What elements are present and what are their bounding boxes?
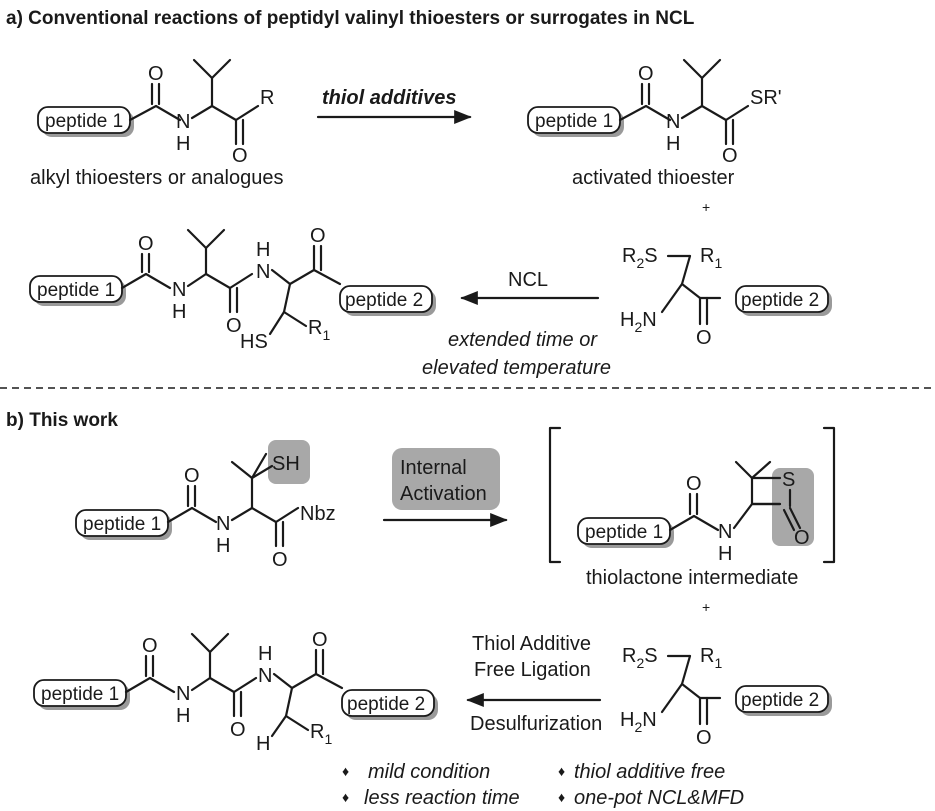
plus-sign: + xyxy=(702,199,710,215)
nitrogen-atom: N xyxy=(666,111,680,133)
feature-bullet: ♦ xyxy=(342,763,349,779)
alkyl-thioester-caption: alkyl thioesters or analogues xyxy=(30,167,283,189)
hydrogen-atom: H xyxy=(256,239,270,261)
peptide2-label: peptide 2 xyxy=(741,690,819,711)
nitrogen-atom: N xyxy=(718,521,732,543)
ligation-line1: Thiol Additive xyxy=(472,633,591,655)
r1-group: R1 xyxy=(310,721,332,747)
oxygen-atom: O xyxy=(686,473,702,495)
compound-thiol-peptide2: R2S R1 O H2N peptide 2 xyxy=(620,245,832,349)
ligation-line2: Free Ligation xyxy=(474,659,591,681)
section-b-title: b) This work xyxy=(6,410,118,431)
r1-group: R1 xyxy=(700,645,722,671)
hydrogen-atom: H xyxy=(666,133,680,155)
oxygen-atom: O xyxy=(184,465,200,487)
nitrogen-atom: N xyxy=(256,261,270,283)
oxygen-atom: O xyxy=(310,225,326,247)
hydrogen-atom: H xyxy=(216,535,230,557)
hydrogen-atom: H xyxy=(176,705,190,727)
feature-one-pot: one-pot NCL&MFD xyxy=(574,787,744,809)
peptide2-label: peptide 2 xyxy=(347,694,425,715)
compound-penicillamine-nbz: peptide 1 O N H SH O Nbz xyxy=(75,440,336,571)
hydrogen-atom: H xyxy=(718,543,732,565)
activation-line1: Internal xyxy=(400,457,467,479)
compound-activated-thioester: peptide 1 O N H O SR' activated thioeste… xyxy=(527,58,782,189)
oxygen-atom: O xyxy=(794,527,810,549)
condition-line1: extended time or xyxy=(448,329,598,351)
feature-bullet: ♦ xyxy=(558,763,565,779)
amine-group: H2N xyxy=(620,709,657,735)
compound-ligation-product-a: peptide 1 O N H O N H O HS R1 peptide 2 xyxy=(29,225,436,353)
sulfur-atom: S xyxy=(782,469,795,491)
nitrogen-atom: N xyxy=(176,683,190,705)
oxygen-atom: O xyxy=(696,327,712,349)
nitrogen-atom: N xyxy=(176,111,190,133)
internal-activation-box xyxy=(392,448,500,510)
activation-line2: Activation xyxy=(400,483,487,505)
thiol-group: HS xyxy=(240,331,268,353)
hydrogen-atom: H xyxy=(258,643,272,665)
compound-alkyl-thioester: peptide 1 O N H O R alkyl thioesters or … xyxy=(30,58,283,189)
r2s-group: R2S xyxy=(622,645,658,671)
ncl-label: NCL xyxy=(508,269,548,291)
oxygen-atom: O xyxy=(232,145,248,167)
compound-thiolactone-intermediate: peptide 1 O N H S O thiolactone intermed… xyxy=(548,426,836,589)
activated-thioester-caption: activated thioester xyxy=(572,167,735,189)
feature-bullet: ♦ xyxy=(342,789,349,805)
feature-mild-condition: mild condition xyxy=(368,761,490,783)
peptide1-label: peptide 1 xyxy=(585,522,663,543)
section-a-title: a) Conventional reactions of peptidyl va… xyxy=(6,8,695,29)
oxygen-atom: O xyxy=(148,63,164,85)
hydrogen-atom: H xyxy=(256,733,270,755)
plus-sign: + xyxy=(702,599,710,615)
hydrogen-atom: H xyxy=(176,133,190,155)
peptide1-label: peptide 1 xyxy=(37,280,115,301)
feature-less-reaction-time: less reaction time xyxy=(364,787,520,809)
r1-group: R1 xyxy=(308,317,330,343)
thiol-sh-group: SH xyxy=(272,453,300,475)
peptide1-label: peptide 1 xyxy=(535,111,613,132)
oxygen-atom: O xyxy=(138,233,154,255)
peptide2-label: peptide 2 xyxy=(345,290,423,311)
oxygen-atom: O xyxy=(230,719,246,741)
thioester-sr-group: SR' xyxy=(750,87,782,109)
nitrogen-atom: N xyxy=(172,279,186,301)
condition-line2: elevated temperature xyxy=(422,357,611,379)
feature-thiol-additive-free: thiol additive free xyxy=(574,761,725,783)
oxygen-atom: O xyxy=(722,145,738,167)
feature-bullet: ♦ xyxy=(558,789,565,805)
thiol-additives-label: thiol additives xyxy=(322,87,456,109)
r2s-group: R2S xyxy=(622,245,658,271)
r1-group: R1 xyxy=(700,245,722,271)
peptide1-label: peptide 1 xyxy=(45,111,123,132)
oxygen-atom: O xyxy=(696,727,712,749)
peptide1-label: peptide 1 xyxy=(41,684,119,705)
oxygen-atom: O xyxy=(272,549,288,571)
amine-group: H2N xyxy=(620,309,657,335)
compound-ligation-product-b: peptide 1 O N H O N H O H R1 peptide 2 xyxy=(33,629,438,755)
oxygen-atom: O xyxy=(312,629,328,651)
peptide2-label: peptide 2 xyxy=(741,290,819,311)
oxygen-atom: O xyxy=(226,315,242,337)
nitrogen-atom: N xyxy=(216,513,230,535)
thiolactone-caption: thiolactone intermediate xyxy=(586,567,798,589)
desulfurization-label: Desulfurization xyxy=(470,713,602,735)
peptide1-label: peptide 1 xyxy=(83,514,161,535)
hydrogen-atom: H xyxy=(172,301,186,323)
nbz-group: Nbz xyxy=(300,503,336,525)
nitrogen-atom: N xyxy=(258,665,272,687)
r-group: R xyxy=(260,87,274,109)
oxygen-atom: O xyxy=(638,63,654,85)
oxygen-atom: O xyxy=(142,635,158,657)
compound-thiol-peptide2-b: R2S R1 O H2N peptide 2 xyxy=(620,645,832,749)
feature-list: ♦ mild condition ♦ thiol additive free ♦… xyxy=(342,761,744,809)
